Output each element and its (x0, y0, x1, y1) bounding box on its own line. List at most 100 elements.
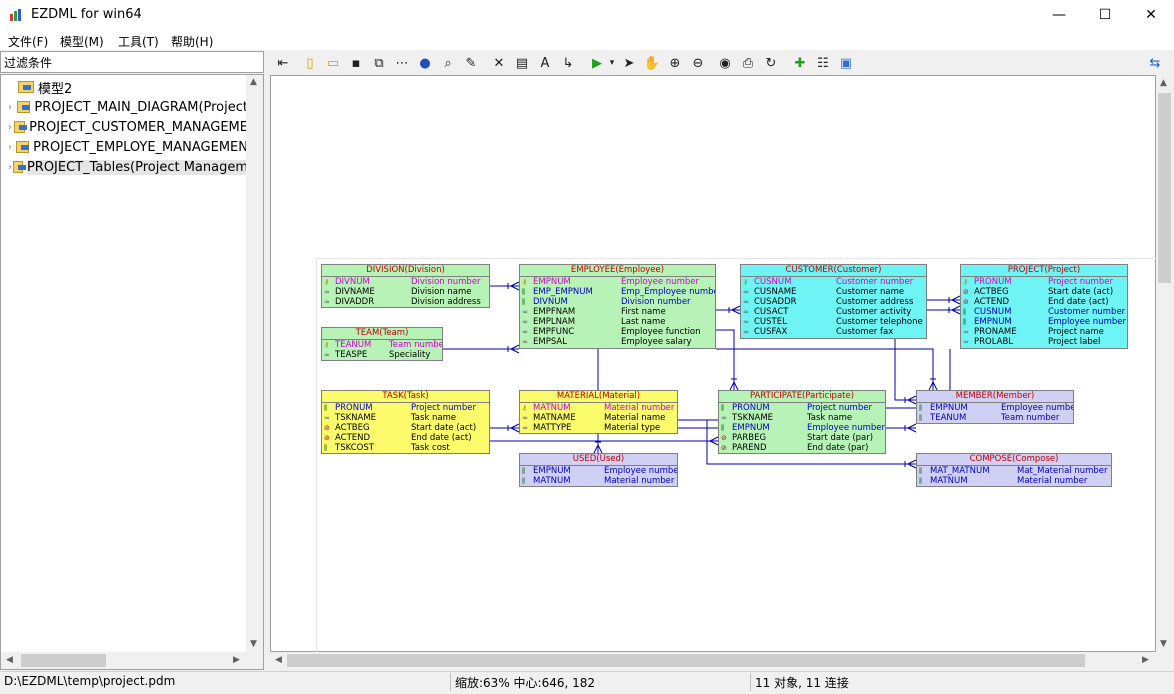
link-icon[interactable]: ↳ (562, 55, 574, 71)
scroll-up-icon[interactable]: ▲ (1160, 78, 1167, 88)
expand-icon[interactable]: › (8, 161, 12, 173)
scroll-left-icon[interactable]: ◀ (275, 655, 282, 665)
properties-icon[interactable]: ☷ (817, 55, 829, 71)
expand-icon[interactable]: › (8, 141, 12, 153)
scroll-up-icon[interactable]: ▲ (250, 77, 257, 87)
menu-file[interactable]: 文件(F) (8, 35, 49, 49)
menu-model[interactable]: 模型(M) (60, 35, 104, 49)
globe-icon[interactable]: ● (419, 55, 431, 71)
back-icon[interactable]: ⇤ (277, 55, 289, 71)
find-icon[interactable]: ⌕ (444, 55, 452, 71)
tree-item[interactable]: ›PROJECT_EMPLOYE_MANAGEMEN (8, 137, 248, 157)
hand-icon[interactable]: ✋ (643, 55, 661, 71)
expand-icon[interactable]: › (8, 101, 12, 113)
menu-help[interactable]: 帮助(H) (171, 35, 214, 49)
tree-vertical-scrollbar[interactable]: ▲ ▼ (246, 75, 263, 653)
maximize-button[interactable]: ☐ (1098, 7, 1112, 23)
new-icon[interactable]: ▯ (306, 55, 314, 71)
scroll-thumb[interactable] (287, 654, 1085, 667)
diagram-icon[interactable]: ⋯ (395, 55, 409, 71)
pencil-icon[interactable]: ✎ (465, 55, 477, 71)
minimize-button[interactable]: — (1052, 7, 1066, 23)
tree-item[interactable]: ›PROJECT_Tables(Project Managem (8, 157, 248, 177)
expand-icon[interactable]: › (8, 121, 12, 133)
text-icon[interactable]: A (540, 55, 550, 71)
scroll-left-icon[interactable]: ◀ (6, 655, 13, 665)
save-as-icon[interactable]: ⧉ (374, 55, 384, 71)
zoom-out-icon[interactable]: ⊖ (692, 55, 704, 71)
save-icon[interactable]: ▪ (351, 55, 361, 71)
open-icon[interactable]: ▭ (326, 55, 340, 71)
scroll-down-icon[interactable]: ▼ (250, 639, 257, 649)
view-icon[interactable]: ◉ (719, 55, 731, 71)
diagram-canvas[interactable] (270, 75, 1156, 652)
relationship-line[interactable] (894, 339, 916, 401)
relationship-line[interactable] (716, 329, 735, 390)
table-icon[interactable]: ▤ (515, 55, 529, 71)
zoom-in-icon[interactable]: ⊕ (669, 55, 681, 71)
print-icon[interactable]: ⎙ (742, 55, 754, 71)
run-icon[interactable]: ▶ (592, 55, 602, 71)
tree-item[interactable]: 模型2 (8, 77, 248, 97)
layout-toggle-icon[interactable]: ⇆ (1149, 55, 1161, 71)
menu-tools[interactable]: 工具(T) (118, 35, 159, 49)
refresh-icon[interactable]: ↻ (765, 55, 777, 71)
add-table-icon[interactable]: ✚ (794, 55, 806, 71)
pointer-icon[interactable]: ➤ (623, 55, 635, 71)
scroll-down-icon[interactable]: ▼ (1160, 639, 1167, 649)
scroll-right-icon[interactable]: ▶ (1142, 655, 1149, 665)
scroll-thumb[interactable] (21, 654, 106, 667)
tree-horizontal-scrollbar[interactable]: ◀ ▶ (1, 652, 263, 669)
canvas-vertical-scrollbar[interactable]: ▲ ▼ (1156, 75, 1173, 652)
filter-input[interactable] (0, 51, 264, 73)
canvas-horizontal-scrollbar[interactable]: ◀ ▶ (270, 652, 1156, 669)
tree-item[interactable]: ›PROJECT_MAIN_DIAGRAM(Project (8, 97, 248, 117)
